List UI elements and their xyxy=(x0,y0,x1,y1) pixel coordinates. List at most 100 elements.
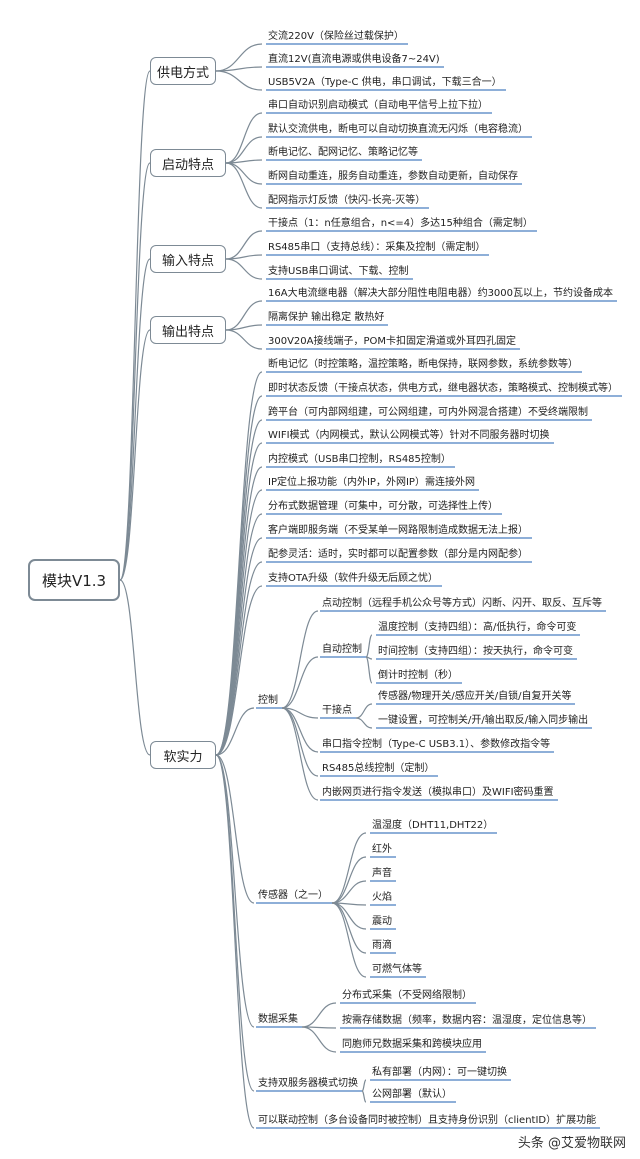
leaf-label: 客户端即服务端（不受某单一网路限制造成数据无法上报） xyxy=(268,525,528,536)
root-to-branch-connector xyxy=(119,579,151,756)
control-item-label: 点动控制（远程手机公众号等方式）闪断、闪开、取反、互斥等 xyxy=(322,598,602,609)
leaf-label: 支持OTA升级（软件升级无后顾之忧） xyxy=(268,573,439,584)
server-item-label: 公网部署（默认） xyxy=(372,1089,452,1100)
branch-to-leaf-connector xyxy=(215,395,263,756)
leaf-label: 干接点（1：n任意组合，n<=4）多达15种组合（需定制） xyxy=(268,218,533,229)
branch-to-leaf-connector xyxy=(215,489,263,756)
root-to-branch-connector xyxy=(119,329,151,581)
control-subitem-label: 倒计时控制（秒） xyxy=(378,670,458,681)
branch-to-leaf-connector xyxy=(215,66,263,72)
branch-node: 输入特点 xyxy=(150,245,226,273)
control-subitem-label: 时间控制（支持四组）：按天执行，命令可变 xyxy=(378,646,573,657)
branch-to-group-connector xyxy=(215,707,255,756)
branch-to-leaf-connector xyxy=(225,162,263,209)
branch-to-leaf-connector xyxy=(215,513,263,756)
sensor-item-label: 声音 xyxy=(372,868,392,879)
control-item-label: 自动控制 xyxy=(322,644,362,655)
branch-to-leaf-connector xyxy=(215,70,263,91)
leaf-label: 隔离保护 输出稳定 散热好 xyxy=(268,312,385,323)
leaf-label: 配参灵活：适时，实时都可以配置参数（部分是内网配参） xyxy=(268,549,528,560)
sensor-item-label: 火焰 xyxy=(372,892,392,903)
group-to-item-connector xyxy=(331,880,367,904)
sensor-item-label: 雨滴 xyxy=(372,940,392,951)
leaf-label: IP定位上报功能（内外IP，外网IP）需连接外网 xyxy=(268,477,475,488)
root-to-branch-connector xyxy=(119,70,151,581)
leaf-label: 交流220V（保险丝过载保护） xyxy=(268,31,404,42)
branch-to-group-connector xyxy=(215,754,255,904)
branch-node: 启动特点 xyxy=(150,149,226,177)
control-subitem-label: 传感器/物理开关/感应开关/自锁/自复开关等 xyxy=(378,691,572,702)
data-item-label: 分布式采集（不受网络限制） xyxy=(342,990,472,1001)
root-node: 模块V1.3 xyxy=(28,559,120,601)
leaf-label: 直流12V(直流电源或供电设备7~24V) xyxy=(268,54,440,65)
group-label: 数据采集 xyxy=(258,1014,298,1025)
branch-to-leaf-connector xyxy=(225,258,263,280)
branch-to-leaf-connector xyxy=(215,442,263,756)
group-to-item-connector xyxy=(331,902,367,930)
branch-to-group-connector xyxy=(215,754,255,1028)
branch-to-leaf-connector xyxy=(225,254,263,260)
sensor-item-label: 可燃气体等 xyxy=(372,964,422,975)
branch-node: 供电方式 xyxy=(150,57,216,85)
branch-to-leaf-connector xyxy=(225,230,263,260)
leaf-label: 默认交流供电，断电可以自动切换直流无闪烁（电容稳流） xyxy=(268,124,528,135)
branch-to-leaf-connector xyxy=(215,585,263,756)
group-to-item-connector xyxy=(281,656,319,709)
group-to-item-connector xyxy=(331,902,367,978)
control-subitem-label: 温度控制（支持四组）：高/低执行，命令可变 xyxy=(378,622,577,633)
branch-to-leaf-connector xyxy=(215,419,263,756)
leaf-label: 断电记忆（时控策略，温控策略，断电保持，联网参数，系统参数等） xyxy=(268,359,578,370)
leaf-label: 断电记忆、配网记忆、策略记忆等 xyxy=(268,147,418,158)
leaf-label: 跨平台（可内部网组建，可公网组建，可内外网混合搭建）不受终端限制 xyxy=(268,407,588,418)
server-item-label: 私有部署（内网）：可一键切换 xyxy=(372,1067,507,1078)
control-item-label: 内嵌网页进行指令发送（模拟串口）及WIFI密码重置 xyxy=(322,787,554,798)
branch-to-leaf-connector xyxy=(215,43,263,72)
branch-to-leaf-connector xyxy=(215,466,263,756)
group-label: 支持双服务器模式切换 xyxy=(258,1078,358,1089)
branch-to-leaf-connector xyxy=(215,371,263,756)
group-to-item-connector xyxy=(281,707,319,777)
branch-to-group-connector xyxy=(215,754,255,1092)
group-label: 控制 xyxy=(258,695,278,706)
group-to-item-connector xyxy=(281,707,319,753)
group-label: 传感器（之一） xyxy=(258,890,328,901)
leaf-label: 300V20A接线端子，POM卡扣固定滑道或外耳四孔固定 xyxy=(268,336,517,347)
branch-to-leaf-connector xyxy=(225,324,263,331)
branch-to-leaf-connector xyxy=(225,136,263,164)
group-label: 可以联动控制（多台设备同时被控制）且支持身份识别（clientID）扩展功能 xyxy=(258,1115,597,1126)
branch-to-leaf-connector xyxy=(225,329,263,350)
branch-to-leaf-connector xyxy=(225,162,263,185)
branch-to-leaf-connector xyxy=(225,300,263,331)
root-to-branch-connector xyxy=(119,258,151,581)
subgroup-connector xyxy=(365,634,373,658)
data-item-label: 按需存储数据（频率，数据内容：温湿度，定位信息等） xyxy=(342,1015,592,1026)
root-to-branch-connector xyxy=(119,162,151,581)
leaf-label: WIFI模式（内网模式，默认公网模式等）针对不同服务器时切换 xyxy=(268,430,550,441)
sensor-item-label: 震动 xyxy=(372,916,392,927)
leaf-label: 支持USB串口调试、下载、控制 xyxy=(268,266,409,277)
group-to-item-connector xyxy=(301,1002,337,1028)
leaf-label: 内控模式（USB串口控制，RS485控制） xyxy=(268,454,451,465)
subgroup-connector xyxy=(355,703,373,719)
group-to-item-connector xyxy=(281,707,319,801)
watermark: 头条 @艾爱物联网 xyxy=(517,1136,626,1151)
sensor-item-label: 温湿度（DHT11,DHT22） xyxy=(372,820,494,831)
control-subitem-label: 一键设置，可控制关/开/输出取反/输入同步输出 xyxy=(378,715,589,726)
group-to-item-connector xyxy=(331,832,367,904)
leaf-label: 分布式数据管理（可集中，可分散，可选择性上传） xyxy=(268,501,498,512)
leaf-label: 16A大电流继电器（解决大部分阻性电阻电器）约3000瓦以上，节约设备成本 xyxy=(268,288,614,299)
branch-to-leaf-connector xyxy=(225,112,263,164)
branch-to-group-connector xyxy=(215,754,255,1129)
group-to-item-connector xyxy=(361,1079,367,1092)
leaf-label: 配网指示灯反馈（快闪-长亮-灭等） xyxy=(268,195,426,206)
data-item-label: 同胞师兄数据采集和跨模块应用 xyxy=(342,1039,482,1050)
leaf-label: 即时状态反馈（干接点状态，供电方式，继电器状态，策略模式、控制模式等） xyxy=(268,383,618,394)
control-item-label: 串口指令控制（Type-C USB3.1）、参数修改指令等 xyxy=(322,739,551,750)
group-to-item-connector xyxy=(281,610,319,709)
leaf-label: RS485串口（支持总线）：采集及控制（需定制） xyxy=(268,242,486,253)
group-to-item-connector xyxy=(361,1090,367,1103)
control-item-label: RS485总线控制（定制） xyxy=(322,763,435,774)
sensor-item-label: 红外 xyxy=(372,844,392,855)
